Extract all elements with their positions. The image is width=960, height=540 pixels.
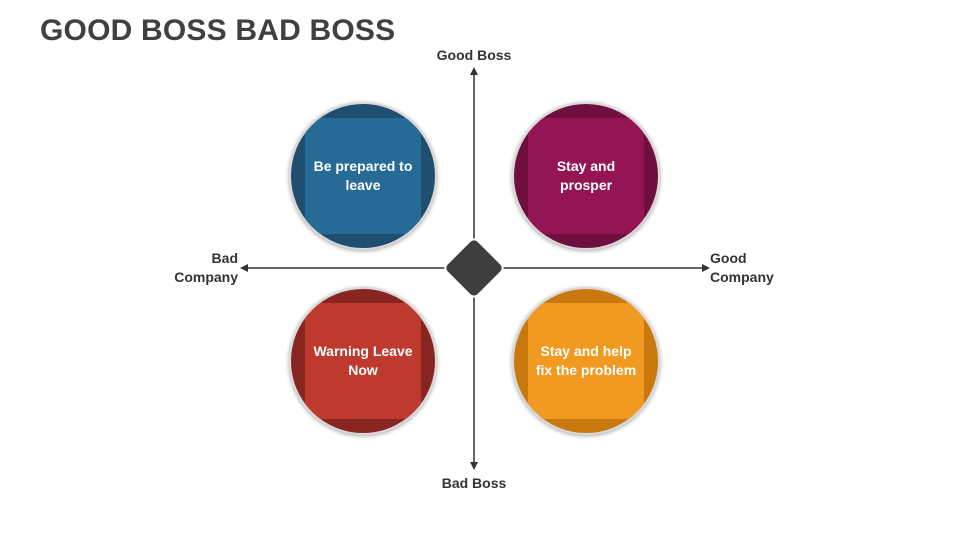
axis-label-good-company-line2: Company [710,269,774,285]
axis-label-good-company: Good Company [710,249,800,287]
quadrant-bottom-left-text: Warning Leave Now [305,303,421,419]
axis-label-bad-company-line1: Bad [211,250,238,266]
axis-label-good-company-line1: Good [710,250,747,266]
quadrant-top-right: Stay and prosper [512,102,660,250]
quadrant-top-right-text: Stay and prosper [528,118,644,234]
quadrant-top-left-text: Be prepared to leave [305,118,421,234]
axis-label-bad-company: Bad Company [148,249,238,287]
slide-title: GOOD BOSS BAD BOSS [40,14,396,47]
quadrant-top-left: Be prepared to leave [289,102,437,250]
axis-label-bad-company-line2: Company [174,269,238,285]
quadrant-bottom-left: Warning Leave Now [289,287,437,435]
quadrant-bottom-right-text: Stay and help fix the problem [528,303,644,419]
axis-label-good-boss: Good Boss [436,47,512,63]
quadrant-bottom-right: Stay and help fix the problem [512,287,660,435]
axis-label-bad-boss: Bad Boss [441,475,507,491]
